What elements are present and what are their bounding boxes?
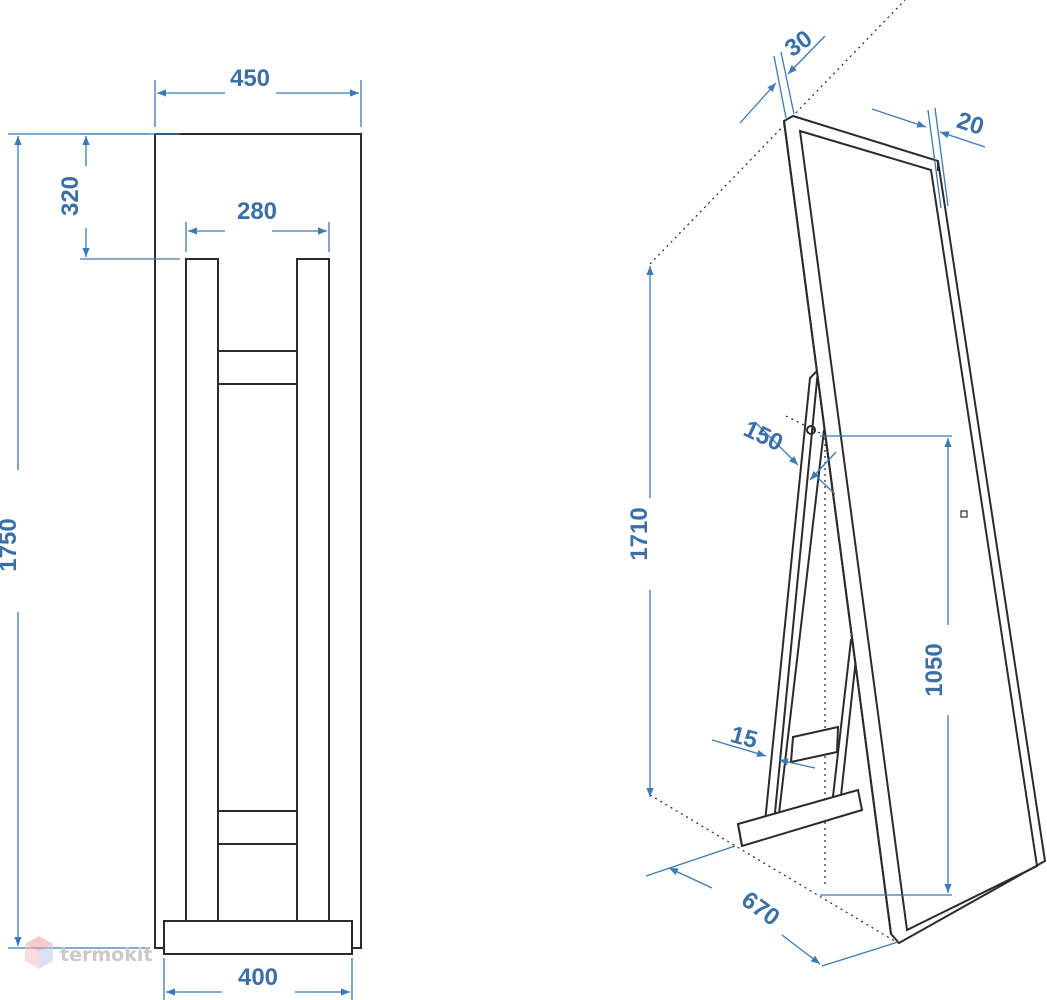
watermark: termokit xyxy=(25,936,152,969)
easel-foot xyxy=(736,788,864,848)
front-view xyxy=(154,133,362,955)
dim-label-15: 15 xyxy=(728,721,761,754)
easel-crossbar xyxy=(789,725,840,764)
stand-right-leg xyxy=(296,258,330,922)
dim-label-320: 320 xyxy=(57,176,84,216)
dim-label-1750: 1750 xyxy=(0,518,22,571)
stand-bottom-crossbar xyxy=(217,810,298,845)
dim-label-280: 280 xyxy=(237,198,277,225)
dim-label-1710: 1710 xyxy=(626,507,653,560)
easel-stand xyxy=(736,367,864,848)
dim-label-400: 400 xyxy=(238,964,278,991)
hinge xyxy=(806,425,816,435)
stand-left-leg xyxy=(185,258,219,922)
mirror-frame xyxy=(782,114,1047,945)
dim-label-670: 670 xyxy=(736,886,784,931)
touch-sensor-icon xyxy=(960,510,968,518)
dim-label-150: 150 xyxy=(739,416,787,457)
cube-logo-icon xyxy=(25,936,53,969)
front-dimensions xyxy=(8,80,362,1000)
dim-label-20: 20 xyxy=(953,107,987,141)
dim-label-450: 450 xyxy=(230,65,270,92)
perspective-view xyxy=(649,0,1047,945)
stand-base xyxy=(163,920,353,955)
perspective-dimensions xyxy=(645,35,986,967)
dim-label-1050: 1050 xyxy=(921,643,948,696)
dim-label-30: 30 xyxy=(780,25,817,62)
watermark-text: termokit xyxy=(60,944,152,966)
front-dimension-labels: 450 280 320 1750 400 xyxy=(0,65,278,991)
stand-top-crossbar xyxy=(217,350,298,385)
